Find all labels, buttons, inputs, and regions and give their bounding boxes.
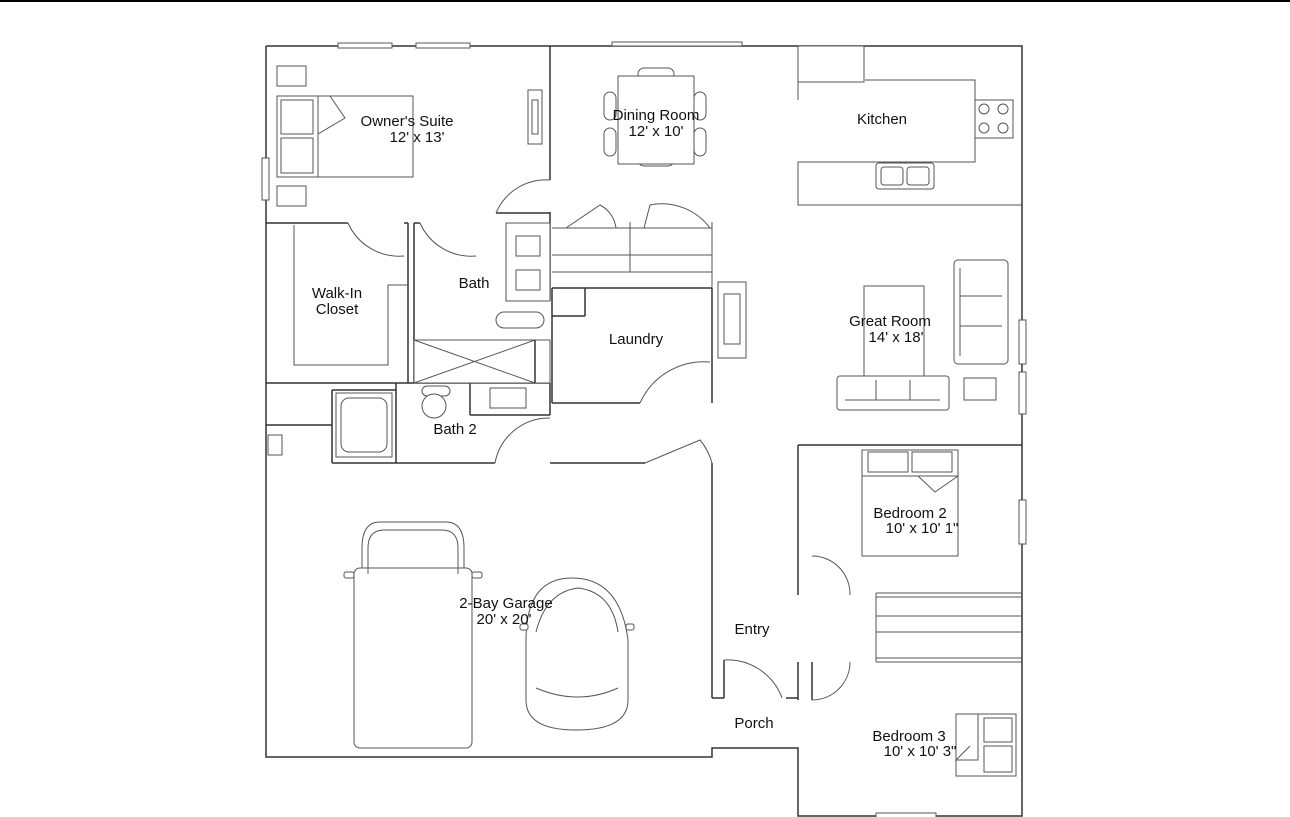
garage-label: 2-Bay Garage	[459, 595, 552, 612]
entry-label: Entry	[734, 621, 770, 638]
great-room-size: 14' x 18'	[869, 329, 924, 346]
dining-room-label: Dining Room	[613, 107, 700, 124]
great-room-label: Great Room	[849, 313, 931, 330]
bath-2-label: Bath 2	[433, 421, 476, 438]
windows	[261, 41, 1027, 817]
dining-table	[603, 67, 707, 167]
laundry-label: Laundry	[609, 331, 664, 348]
exterior-walls	[265, 45, 1023, 817]
owners-suite-size: 12' x 13'	[390, 129, 445, 146]
garage-size: 20' x 20'	[477, 611, 532, 628]
bath-2-fixtures	[335, 385, 527, 458]
owners-suite-furniture	[276, 65, 543, 207]
bedroom-3-size: 10' x 10' 3"	[884, 743, 957, 760]
porch-label: Porch	[734, 715, 773, 732]
garage-vehicles	[343, 521, 635, 749]
bedroom-3-bed	[954, 713, 1017, 777]
kitchen-fixtures	[797, 45, 1014, 190]
room-labels: Owner's Suite 12' x 13' Dining Room 12' …	[312, 107, 959, 760]
bedroom-3-label: Bedroom 3	[872, 728, 945, 745]
door-swings	[347, 179, 851, 701]
kitchen-label: Kitchen	[857, 111, 907, 128]
owners-suite-label: Owner's Suite	[361, 113, 454, 130]
great-room-furniture	[836, 259, 1009, 411]
bedroom-2-size: 10' x 10' 1"	[886, 520, 959, 537]
laundry-fixtures	[717, 281, 747, 359]
interior-walls	[266, 46, 1022, 700]
walk-in-closet-label-line1: Walk-In	[312, 285, 362, 302]
bath-label: Bath	[459, 275, 490, 292]
bath-fixtures	[413, 222, 551, 384]
bedroom-2-bed	[861, 449, 959, 557]
dining-room-size: 12' x 10'	[629, 123, 684, 140]
bedroom-2-label: Bedroom 2	[873, 505, 946, 522]
walk-in-closet-label-line2: Closet	[316, 301, 359, 318]
